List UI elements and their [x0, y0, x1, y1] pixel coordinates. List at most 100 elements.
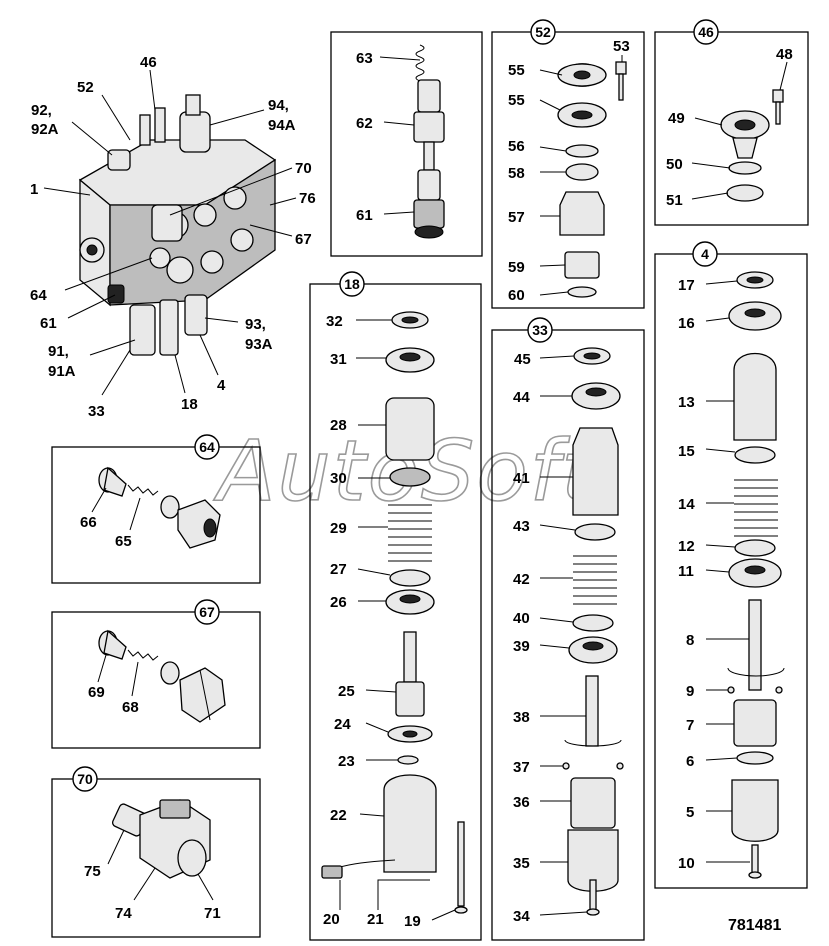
kit-67-parts: 69 68: [88, 629, 226, 723]
svg-text:10: 10: [678, 855, 695, 872]
svg-text:55: 55: [508, 92, 525, 109]
panel-kit-67: [51, 611, 261, 749]
svg-text:4: 4: [701, 246, 709, 262]
svg-text:59: 59: [508, 259, 525, 276]
assembly-leader-lines: [43, 69, 297, 396]
svg-text:50: 50: [666, 156, 683, 173]
kit-18-parts: 32 31 28 30 29 27 26 25 24 23 22 20 21 1…: [321, 311, 468, 930]
panel-kit-46: [654, 31, 809, 226]
callout-52: 52: [530, 19, 556, 45]
svg-text:66: 66: [80, 514, 97, 531]
svg-text:28: 28: [330, 417, 347, 434]
svg-text:67: 67: [295, 231, 312, 248]
svg-text:1: 1: [30, 181, 38, 198]
svg-text:4: 4: [217, 377, 226, 394]
svg-text:91,: 91,: [48, 343, 69, 360]
callout-4: 4: [692, 241, 718, 267]
svg-text:58: 58: [508, 165, 525, 182]
svg-text:64: 64: [30, 287, 47, 304]
svg-text:41: 41: [513, 470, 530, 487]
svg-text:69: 69: [88, 684, 105, 701]
svg-text:18: 18: [344, 276, 360, 292]
svg-text:23: 23: [338, 753, 355, 770]
svg-text:76: 76: [299, 190, 316, 207]
panel-spool: [330, 31, 483, 257]
panel-kit-18: [309, 283, 482, 941]
svg-text:70: 70: [77, 771, 93, 787]
svg-text:93,: 93,: [245, 316, 266, 333]
svg-text:93A: 93A: [245, 336, 273, 353]
svg-text:52: 52: [77, 79, 94, 96]
panel-kit-70: [51, 778, 261, 938]
svg-text:75: 75: [84, 863, 101, 880]
kit-70-parts: 75 74 71: [84, 799, 221, 922]
svg-text:8: 8: [686, 632, 694, 649]
kit-52-parts: 53 55 55 56 58 57 59 60: [508, 38, 630, 304]
valve-block-assembly: [78, 94, 277, 356]
svg-text:13: 13: [678, 394, 695, 411]
svg-text:53: 53: [613, 38, 630, 55]
svg-text:71: 71: [204, 905, 221, 922]
svg-text:48: 48: [776, 46, 793, 63]
svg-text:35: 35: [513, 855, 530, 872]
svg-text:26: 26: [330, 594, 347, 611]
svg-text:68: 68: [122, 699, 139, 716]
svg-text:43: 43: [513, 518, 530, 535]
svg-text:6: 6: [686, 753, 694, 770]
svg-text:67: 67: [199, 604, 215, 620]
svg-text:94A: 94A: [268, 117, 296, 134]
svg-text:46: 46: [140, 54, 157, 71]
callout-46: 46: [693, 19, 719, 45]
panel-kit-4: [654, 253, 808, 889]
svg-text:32: 32: [326, 313, 343, 330]
svg-text:39: 39: [513, 638, 530, 655]
svg-text:37: 37: [513, 759, 530, 776]
svg-text:92,: 92,: [31, 102, 52, 119]
svg-text:63: 63: [356, 50, 373, 67]
svg-text:29: 29: [330, 520, 347, 537]
svg-text:61: 61: [356, 207, 373, 224]
svg-text:33: 33: [88, 403, 105, 420]
svg-text:70: 70: [295, 160, 312, 177]
svg-text:14: 14: [678, 496, 695, 513]
svg-text:55: 55: [508, 62, 525, 79]
svg-text:31: 31: [330, 351, 347, 368]
svg-text:52: 52: [535, 24, 551, 40]
svg-text:22: 22: [330, 807, 347, 824]
svg-text:33: 33: [532, 322, 548, 338]
svg-text:38: 38: [513, 709, 530, 726]
svg-text:40: 40: [513, 610, 530, 627]
svg-text:30: 30: [330, 470, 347, 487]
callout-67: 67: [194, 599, 220, 625]
svg-text:20: 20: [323, 911, 340, 928]
kit-33-parts: 45 44 41 43 42 40 39 38 37 36 35 34: [513, 347, 624, 925]
svg-text:12: 12: [678, 538, 695, 555]
svg-text:21: 21: [367, 911, 384, 928]
svg-text:65: 65: [115, 533, 132, 550]
svg-text:9: 9: [686, 683, 694, 700]
svg-text:51: 51: [666, 192, 683, 209]
svg-text:44: 44: [513, 389, 530, 406]
panel-kit-52: [491, 31, 645, 309]
svg-text:34: 34: [513, 908, 530, 925]
svg-text:49: 49: [668, 110, 685, 127]
callout-33: 33: [527, 317, 553, 343]
svg-text:7: 7: [686, 717, 694, 734]
svg-text:18: 18: [181, 396, 198, 413]
svg-text:62: 62: [356, 115, 373, 132]
svg-text:42: 42: [513, 571, 530, 588]
callout-64: 64: [194, 434, 220, 460]
svg-text:24: 24: [334, 716, 351, 733]
svg-text:61: 61: [40, 315, 57, 332]
callout-18: 18: [339, 271, 365, 297]
svg-text:92A: 92A: [31, 121, 59, 138]
spool-parts: 63 62 61: [356, 44, 445, 239]
svg-text:27: 27: [330, 561, 347, 578]
svg-text:57: 57: [508, 209, 525, 226]
svg-text:19: 19: [404, 913, 421, 930]
svg-text:91A: 91A: [48, 363, 76, 380]
svg-text:74: 74: [115, 905, 132, 922]
panel-kit-64: [51, 446, 261, 584]
kit-46-parts: 48 49 50 51: [666, 46, 793, 209]
